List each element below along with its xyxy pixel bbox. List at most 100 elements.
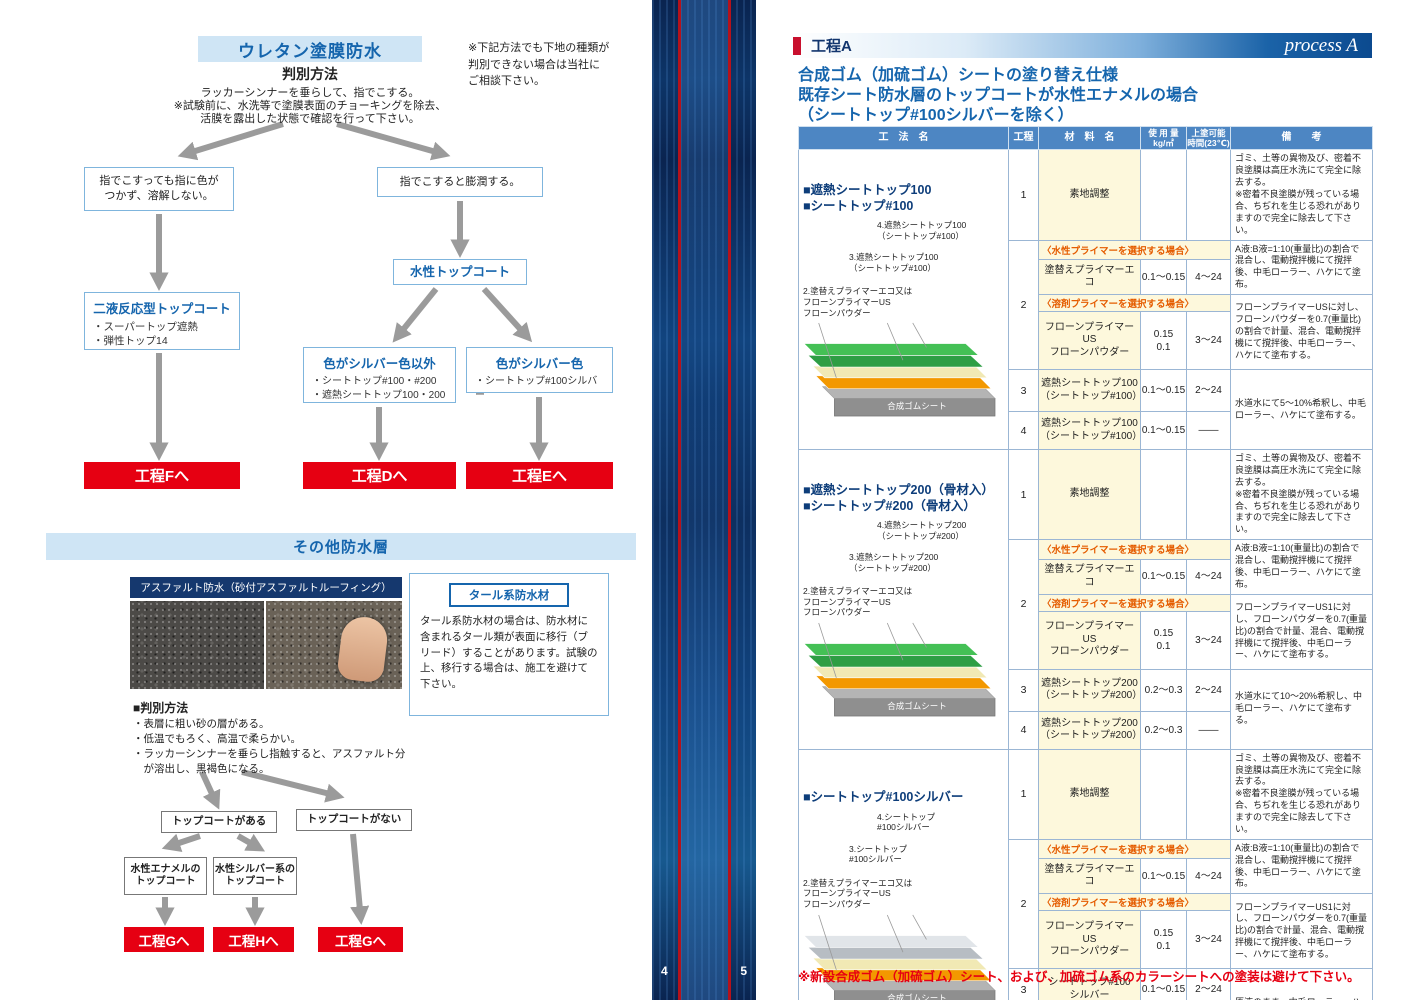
material-cell: フローンプライマーUS フローンパウダー xyxy=(1038,311,1141,370)
interval-cell xyxy=(1186,748,1231,840)
other-waterproof-title: その他防水層 xyxy=(46,533,636,560)
primer-option-header: 〈溶剤プライマーを選択する場合〉 xyxy=(1038,593,1231,612)
finger-photo xyxy=(266,601,402,689)
no-color-condition-box: 指でこすっても指に色が つかず、溶解しない。 xyxy=(84,167,234,211)
amount-cell xyxy=(1140,448,1187,541)
interval-cell: ―― xyxy=(1186,411,1231,450)
diagram-label-3: 3.シートトップ #100シルバー xyxy=(849,843,908,865)
material-cell: 遮熱シートトップ200 （シートトップ#200） xyxy=(1038,710,1142,750)
amount-cell: 0.1〜0.15 xyxy=(1140,858,1187,895)
base-sheet-label: 合成ゴムシート xyxy=(887,701,947,712)
col-method-name: 工 法 名 xyxy=(798,125,1009,151)
step-cell: 1 xyxy=(1008,448,1039,541)
table-section-3: ■シートトップ#100シルバー 4.シートトップ #100シルバー 3.シートト… xyxy=(798,748,1373,1000)
two-liquid-topcoat-box: 二液反応型トップコート ・スーパートップ遮熱 ・弾性トップ14 xyxy=(84,292,240,350)
subtitle-line-2: 既存シート防水層のトップコートが水性エナメルの場合 xyxy=(798,87,1199,104)
process-title: 工程A xyxy=(811,38,852,55)
remark-cell: ゴミ、土等の異物及び、密着不良塗膜は高圧水洗にて完全に除去する。 ※密着不良塗膜… xyxy=(1230,748,1373,840)
interval-cell: 3〜24 xyxy=(1186,311,1231,370)
interval-cell: 4〜24 xyxy=(1186,858,1231,895)
process-e-box: 工程Eへ xyxy=(466,462,613,489)
layer-stack-illustration xyxy=(803,914,996,1000)
interval-cell: 4〜24 xyxy=(1186,558,1231,595)
subtitle-line-3: （シートトップ#100シルバーを除く） xyxy=(798,107,1074,124)
side-note: ※下記方法でも下地の種類が 判別できない場合は当社に ご相談下さい。 xyxy=(468,42,610,87)
amount-cell: 0.2〜0.3 xyxy=(1140,668,1187,712)
material-cell: シートトップ#100 シルバー xyxy=(1038,968,1141,1000)
method-name-cell: ■シートトップ#100シルバー 4.シートトップ #100シルバー 3.シートト… xyxy=(798,748,1009,1000)
remark-cell: フローンプライマーUS1に対し、フローンパウダーを0.7(重量比)の割合で計量、… xyxy=(1230,893,1373,970)
no-topcoat-box: トップコートがない xyxy=(296,809,412,831)
diagram-label-2: 2.塗替えプライマーエコ又は フローンプライマーUS フローンパウダー xyxy=(803,286,913,318)
table-header-row: 工 法 名 工程 材 料 名 使 用 量 kg/㎡ 上塗可能 時間(23℃) 備… xyxy=(798,125,1373,151)
process-h-box: 工程Hへ xyxy=(213,927,294,952)
not-silver-item: ・シートトップ#100・#200 xyxy=(312,376,437,387)
spine-red-line-right xyxy=(728,0,731,1000)
material-cell: 遮熱シートトップ200 （シートトップ#200） xyxy=(1038,668,1142,712)
swell-condition-box: 指でこすると膨潤する。 xyxy=(377,167,543,197)
subtitle-line-1: 合成ゴム（加硫ゴム）シートの塗り替え仕様 xyxy=(798,67,1119,84)
method-name-cell: ■遮熱シートトップ100 ■シートトップ#100 4.遮熱シートトップ100 （… xyxy=(798,149,1009,450)
step-cell: 4 xyxy=(1008,710,1039,750)
flow-arrows xyxy=(149,121,549,926)
col-step: 工程 xyxy=(1008,125,1039,151)
diagram-label-4: 4.遮熱シートトップ200 （シートトップ#200） xyxy=(877,520,967,541)
right-page: 工程A process A 合成ゴム（加硫ゴム）シートの塗り替え仕様 既存シート… xyxy=(756,0,1414,1000)
not-silver-item: ・遮熱シートトップ100・200 xyxy=(312,389,446,401)
amount-cell: 0.1〜0.15 xyxy=(1140,369,1187,412)
asphalt-header: アスファルト防水（砂付アスファルトルーフィング） xyxy=(130,577,402,598)
amount-cell: 0.1〜0.15 xyxy=(1140,968,1187,1000)
asphalt-photo xyxy=(130,601,264,689)
judge-method-title: ■判別方法 xyxy=(133,701,189,715)
remark-cell: A液:B液=1:10(重量比)の割合で混合し、電動撹拌機にて撹拌後、中毛ローラー… xyxy=(1230,539,1373,595)
method-name-cell: ■遮熱シートトップ200（骨材入） ■シートトップ#200（骨材入） 4.遮熱シ… xyxy=(798,449,1009,750)
remark-cell: A液:B液=1:10(重量比)の割合で混合し、電動撹拌機にて撹拌後、中毛ローラー… xyxy=(1230,838,1373,895)
silver-title: 色がシルバー色 xyxy=(495,357,584,371)
material-cell: 遮熱シートトップ100 （シートトップ#100） xyxy=(1038,369,1142,412)
material-cell: フローンプライマーUS フローンパウダー xyxy=(1038,610,1141,670)
process-spec-table: 工 法 名 工程 材 料 名 使 用 量 kg/㎡ 上塗可能 時間(23℃) 備… xyxy=(798,125,1373,1000)
primer-option-header: 〈溶剤プライマーを選択する場合〉 xyxy=(1038,294,1231,312)
material-cell: 塗替えプライマーエコ xyxy=(1038,858,1141,895)
finger-shape xyxy=(336,614,390,684)
remark-cell: 水道水にて5〜10%希釈し、中毛ローラー、ハケにて塗布する。 xyxy=(1230,369,1373,450)
material-cell: 塗替えプライマーエコ xyxy=(1038,259,1141,295)
diagram-label-2: 2.塗替えプライマーエコ又は フローンプライマーUS フローンパウダー xyxy=(803,586,913,618)
amount-cell: 0.2〜0.3 xyxy=(1140,710,1187,750)
silver-box: 色がシルバー色 ・シートトップ#100シルバー xyxy=(466,347,613,401)
spine-center-band xyxy=(681,0,728,1000)
interval-cell xyxy=(1186,448,1231,541)
interval-cell: 2〜24 xyxy=(1186,369,1231,412)
amount-cell: 0.15 0.1 xyxy=(1140,910,1187,970)
page-number-left: 4 xyxy=(661,964,668,978)
col-interval: 上塗可能 時間(23℃) xyxy=(1186,125,1231,151)
step-cell: 1 xyxy=(1008,748,1039,840)
spine-red-line-left xyxy=(678,0,681,1000)
process-g2-box: 工程Gへ xyxy=(318,927,403,952)
material-cell: フローンプライマーUS フローンパウダー xyxy=(1038,910,1141,970)
interval-cell xyxy=(1186,149,1231,241)
layer-diagram: 4.遮熱シートトップ200 （シートトップ#200） 3.遮熱シートトップ200… xyxy=(803,518,1004,720)
primer-option-header: 〈溶剤プライマーを選択する場合〉 xyxy=(1038,893,1231,912)
method-line-2: ※試験前に、水洗等で塗膜表面のチョーキングを除去、 xyxy=(173,100,447,112)
material-cell: 塗替えプライマーエコ xyxy=(1038,558,1141,595)
diagram-label-2: 2.塗替えプライマーエコ又は フローンプライマーUS フローンパウダー xyxy=(803,877,913,909)
left-page: ウレタン塗膜防水 ※下記方法でも下地の種類が 判別できない場合は当社に ご相談下… xyxy=(0,0,652,1000)
interval-cell: 4〜24 xyxy=(1186,259,1231,295)
interval-cell: 3〜24 xyxy=(1186,910,1231,970)
has-topcoat-box: トップコートがある xyxy=(161,811,277,833)
section-names: ■シートトップ#100シルバー xyxy=(803,790,964,805)
tar-title: タール系防水材 xyxy=(449,583,569,607)
section-names: ■遮熱シートトップ200（骨材入） ■シートトップ#200（骨材入） xyxy=(803,482,994,513)
process-g-box: 工程Gへ xyxy=(124,927,204,952)
layer-stack-illustration xyxy=(803,622,996,717)
method-line-1: ラッカーシンナーを垂らして、指でこする。 xyxy=(200,87,420,99)
not-silver-title: 色がシルバー色以外 xyxy=(323,357,436,371)
amount-cell xyxy=(1140,149,1187,241)
red-accent-mark xyxy=(793,36,801,55)
left-page-title: ウレタン塗膜防水 xyxy=(198,36,422,62)
not-silver-box: 色がシルバー色以外 ・シートトップ#100・#200 ・遮熱シートトップ100・… xyxy=(303,347,456,403)
amount-cell: 0.1〜0.15 xyxy=(1140,558,1187,595)
table-section-1: ■遮熱シートトップ100 ■シートトップ#100 4.遮熱シートトップ100 （… xyxy=(798,149,1373,450)
step-cell: 3 xyxy=(1008,968,1039,1000)
